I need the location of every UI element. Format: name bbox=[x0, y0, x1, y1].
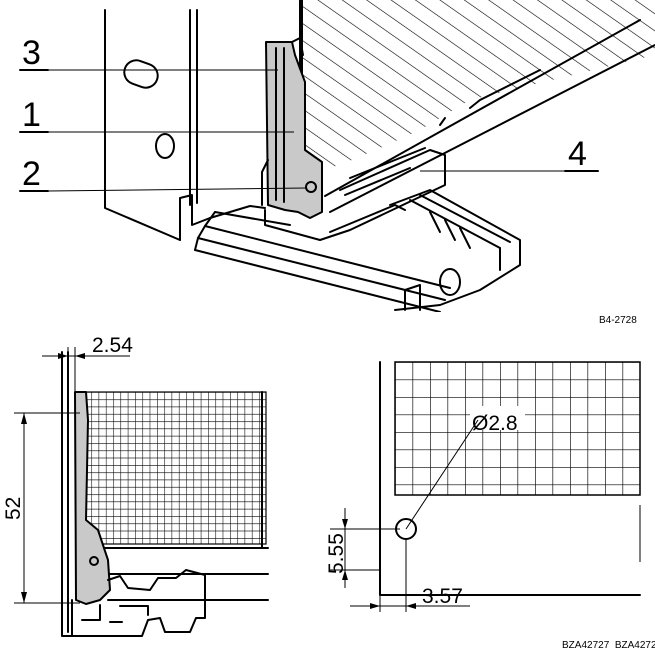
dim-height bbox=[14, 412, 80, 604]
dim-diameter-label: Ø2.8 bbox=[472, 412, 518, 435]
rail-end-block bbox=[389, 189, 521, 311]
dim-width-label: 2.54 bbox=[92, 334, 133, 357]
clip-section bbox=[74, 391, 111, 605]
callout-leaders bbox=[19, 69, 599, 192]
glass-pane bbox=[300, 0, 655, 175]
dim-horizontal-label: 3.57 bbox=[422, 585, 463, 608]
footer-ref-codes: BZA42727 BZA42724 bbox=[562, 640, 655, 651]
isometric-view: 3 1 2 4 bbox=[19, 0, 655, 312]
side-panel bbox=[104, 9, 211, 241]
support-arm bbox=[264, 19, 655, 241]
callout-3: 3 bbox=[22, 34, 41, 72]
dim-horizontal bbox=[350, 538, 470, 612]
base-profile bbox=[71, 569, 206, 637]
clip-part bbox=[261, 37, 323, 219]
hole-view: Ø2.8 5.55 3.57 bbox=[325, 361, 641, 612]
mesh-grid-left bbox=[83, 391, 267, 545]
round-hole bbox=[155, 133, 175, 159]
callout-2: 2 bbox=[22, 155, 41, 193]
ref-code-top: B4-2728 bbox=[599, 315, 637, 326]
callout-4: 4 bbox=[568, 135, 587, 173]
slot-hole bbox=[123, 59, 159, 89]
dim-vertical-label: 5.55 bbox=[325, 533, 348, 574]
profile-rail bbox=[194, 205, 451, 312]
dim-width bbox=[42, 347, 130, 415]
callout-1: 1 bbox=[22, 96, 41, 134]
section-view: 2.54 52 bbox=[2, 334, 269, 637]
dim-height-label: 52 bbox=[2, 497, 25, 520]
dim-vertical bbox=[330, 508, 400, 588]
